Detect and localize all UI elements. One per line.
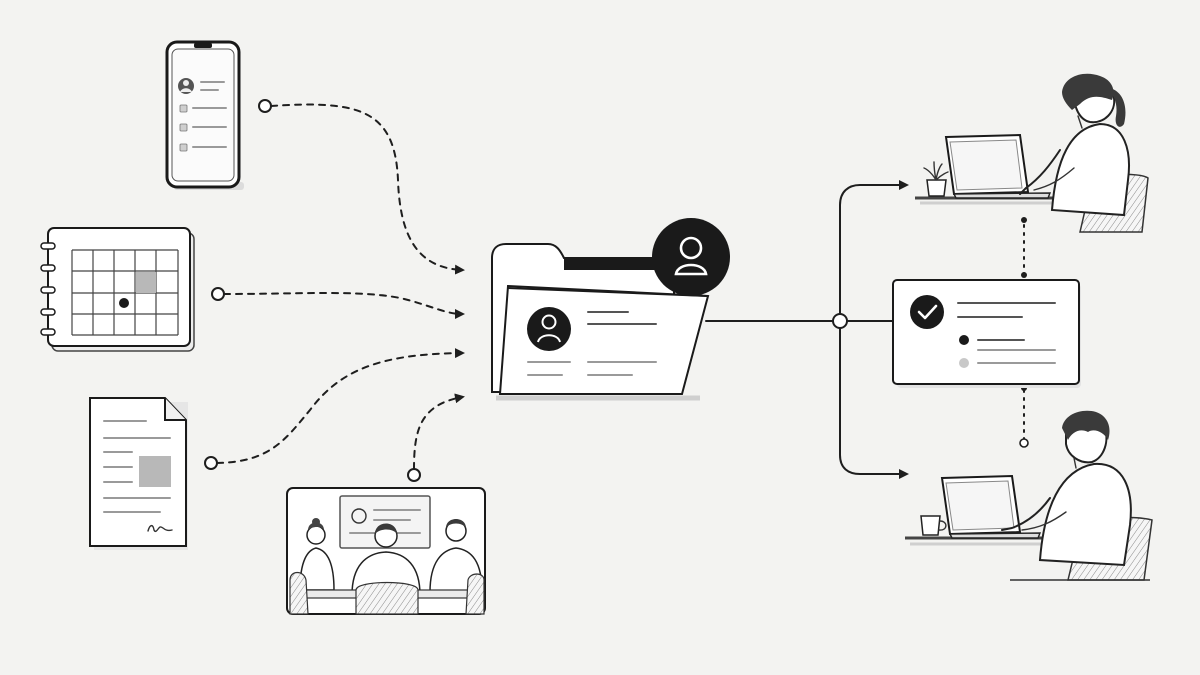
calendar-connector: [223, 292, 465, 319]
calendar-icon: [40, 227, 195, 352]
checkmark-icon: [910, 295, 944, 329]
user-folder-icon: [491, 243, 710, 401]
approval-card: [892, 279, 1081, 388]
person-at-laptop-bottom: [905, 410, 1153, 581]
person-at-laptop-top: [915, 73, 1149, 233]
meeting-connector-node: [407, 468, 421, 482]
plant-icon: [923, 161, 949, 197]
output-connectors: [705, 180, 1029, 479]
user-badge-icon: [652, 218, 730, 296]
phone-connector: [270, 103, 465, 275]
meeting-icon: [286, 487, 486, 615]
document-connector-node: [204, 456, 218, 470]
phone-connector-node: [258, 99, 272, 113]
meeting-connector: [413, 393, 465, 470]
smartphone-icon: [165, 40, 244, 190]
document-icon: [89, 397, 188, 550]
document-connector: [216, 348, 465, 464]
source-connectors: [204, 99, 465, 482]
mug-icon: [920, 515, 947, 536]
branch-up-connector: [839, 180, 909, 315]
calendar-connector-node: [211, 287, 225, 301]
branch-down-connector: [839, 327, 909, 479]
branch-node: [832, 313, 848, 329]
